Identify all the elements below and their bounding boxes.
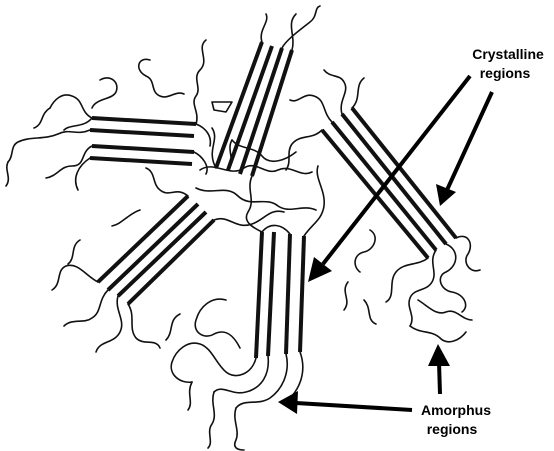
amorphous-label-line2: regions xyxy=(427,421,478,437)
amorphous-label-line1: Amorphus xyxy=(421,402,491,418)
amorphous-chains xyxy=(6,6,480,450)
arrow-amorphous-to-right-chain xyxy=(428,344,450,394)
arrow-amorphous-to-bottom-loop xyxy=(278,391,412,414)
crystalline-bundle-right xyxy=(322,108,456,258)
crystalline-bundle-upper-left xyxy=(90,118,196,164)
crystalline-label-line2: regions xyxy=(480,65,531,81)
arrow-crystalline-to-center-bundle xyxy=(308,76,470,282)
crystalline-bundle-center-vertical xyxy=(256,232,304,358)
crystalline-label-line1: Crystalline xyxy=(472,46,544,62)
crystalline-bundle-lower-left xyxy=(98,196,214,304)
